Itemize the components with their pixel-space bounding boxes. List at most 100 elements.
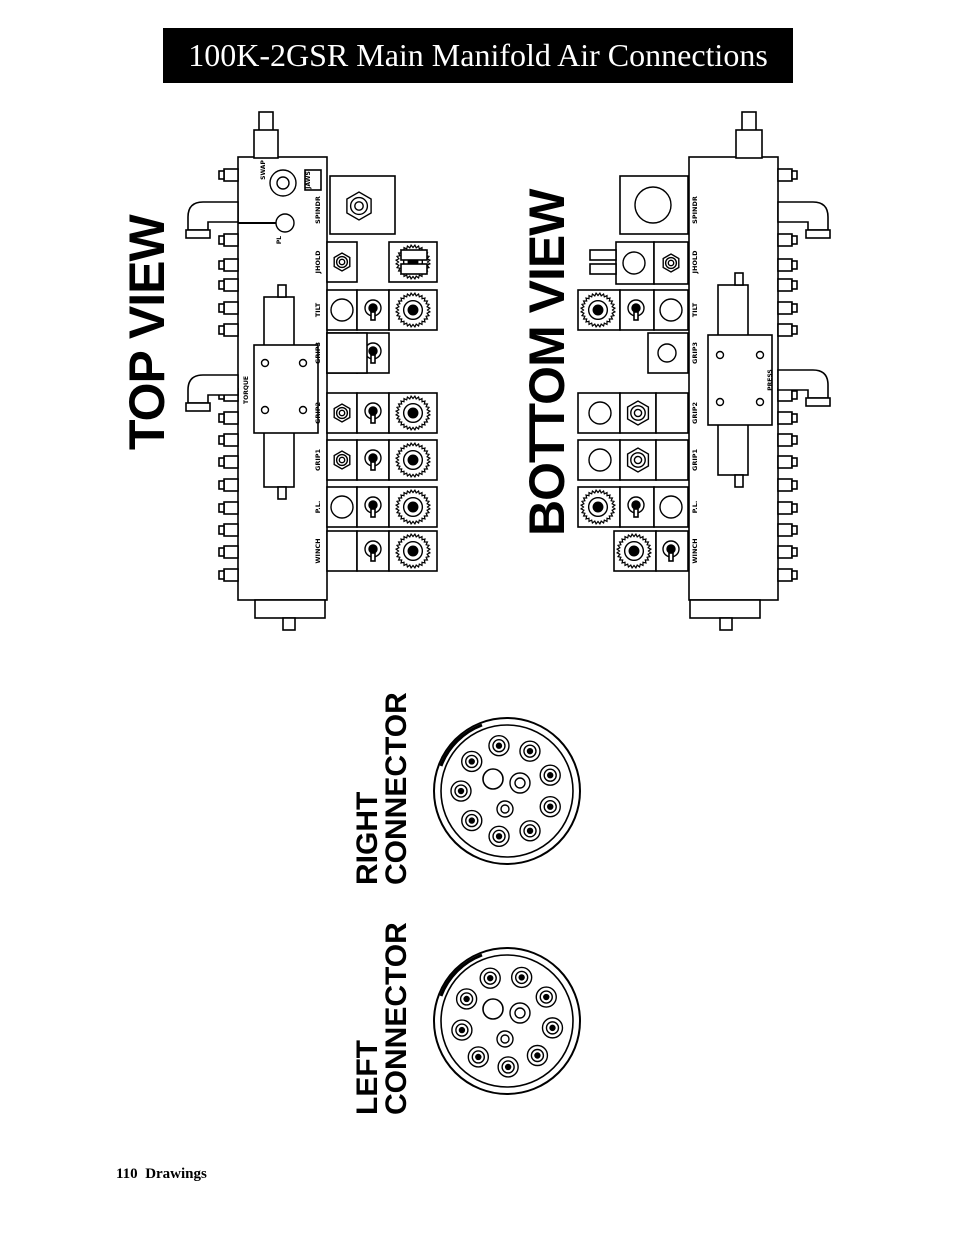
side-fitting-tip	[791, 325, 798, 335]
grip3-port	[657, 343, 677, 363]
side-fitting	[777, 478, 793, 492]
side-fitting-tip	[218, 235, 225, 245]
valve-core	[368, 346, 378, 356]
press-block-bolt	[755, 397, 765, 407]
side-fitting-tip	[218, 170, 225, 180]
section-label-grip1: GRIP1	[691, 449, 699, 472]
elbow-fitting	[187, 201, 239, 231]
section-label-spindr: SPINDR	[314, 196, 322, 224]
connector-pin-center	[468, 758, 475, 765]
row-box-valve	[619, 486, 655, 528]
side-fitting	[777, 233, 793, 247]
page-title: 100K-2GSR Main Manifold Air Connections	[163, 28, 793, 83]
row-box-empty	[655, 439, 689, 481]
torque-block	[253, 344, 319, 434]
side-fitting	[777, 523, 793, 537]
upper-elbow-fitting	[185, 201, 239, 239]
label-pl: PL	[276, 236, 283, 244]
side-fitting-tip	[791, 235, 798, 245]
connector-key	[439, 953, 483, 997]
row-nut	[333, 450, 351, 470]
side-fitting	[223, 478, 239, 492]
connector-pin-center	[526, 827, 534, 835]
winch-gear	[615, 532, 653, 570]
connector-center-pin-small-core	[500, 804, 510, 814]
side-fitting	[777, 455, 793, 469]
connector-center-port	[482, 768, 504, 790]
row-gear	[394, 441, 432, 479]
row-nut	[333, 252, 351, 272]
label-press: PRESS	[767, 369, 774, 391]
section-label-winch: WINCH	[314, 538, 322, 563]
side-fitting	[223, 168, 239, 182]
jhold-fitting-a	[589, 249, 617, 261]
side-fitting	[223, 411, 239, 425]
connector-center-pin-core	[514, 777, 526, 789]
side-fitting-tip	[791, 170, 798, 180]
press-block-bolt	[715, 350, 725, 360]
gear-center	[407, 545, 419, 557]
press-cap-top	[734, 272, 744, 286]
side-fitting-tip	[791, 260, 798, 270]
valve-core	[631, 303, 641, 313]
connector-pin-center	[549, 1024, 556, 1032]
row-nut	[333, 403, 351, 423]
side-fitting-tip	[218, 435, 225, 445]
top-port	[735, 129, 763, 159]
section-label-pl: P.L.	[314, 501, 322, 514]
section-label-jhold: JHOLD	[691, 250, 699, 275]
section-label-grip2: GRIP2	[691, 402, 699, 424]
spindr-port	[634, 186, 672, 224]
hex-nut-bore	[667, 259, 675, 267]
row-gear	[394, 291, 432, 329]
side-fitting-tip	[791, 435, 798, 445]
section-label-pl: P.L.	[691, 501, 699, 514]
row-circle	[588, 448, 612, 472]
connector-pin-center	[526, 747, 534, 755]
row-valve	[364, 540, 382, 562]
torque-block-bolt	[260, 358, 270, 368]
hex-nut-bore	[338, 409, 346, 417]
side-fitting-tip	[218, 280, 225, 290]
side-fitting-tip	[791, 457, 798, 467]
side-fitting-tip	[791, 570, 798, 580]
elbow-fitting	[777, 369, 829, 399]
swap-valve-core	[276, 176, 290, 190]
jhold-circle	[622, 251, 646, 275]
section-label-grip3: GRIP3	[691, 342, 699, 364]
side-fitting	[223, 258, 239, 272]
press-cap-bottom	[734, 474, 744, 488]
section-label-tilt: TILT	[314, 302, 322, 317]
side-fitting	[223, 568, 239, 582]
grip3-box	[326, 332, 368, 374]
connector-center-port	[482, 998, 504, 1020]
valve-stem	[370, 414, 376, 424]
side-fitting	[777, 301, 793, 315]
hex-nut-bore	[633, 455, 643, 465]
row-gear	[394, 394, 432, 432]
side-fitting	[223, 523, 239, 537]
row-valve	[627, 496, 645, 518]
middle-elbow-fitting	[185, 374, 239, 412]
valve-core	[631, 500, 641, 510]
valve-core	[368, 500, 378, 510]
row-gear	[394, 532, 432, 570]
spindr-nut	[346, 191, 372, 221]
row-valve	[364, 342, 382, 364]
gear-center	[592, 304, 604, 316]
valve-stem	[633, 311, 639, 321]
top-port-cap	[741, 111, 757, 133]
side-fitting-tip	[218, 525, 225, 535]
section-label-grip2: GRIP2	[314, 402, 322, 424]
connector-pin-center	[534, 1052, 541, 1059]
hex-nut-bore	[633, 408, 643, 418]
gear-center	[628, 545, 640, 557]
side-fitting	[777, 323, 793, 337]
row-box-a	[326, 241, 358, 283]
section-label-winch: WINCH	[691, 538, 699, 563]
top-port	[253, 129, 279, 159]
side-fitting-tip	[218, 413, 225, 423]
top-view-manifold: PLSWAPJAWSTORQUESPINDRJHOLDTILTGRIP3GRIP…	[185, 111, 438, 631]
side-fitting-tip	[791, 547, 798, 557]
